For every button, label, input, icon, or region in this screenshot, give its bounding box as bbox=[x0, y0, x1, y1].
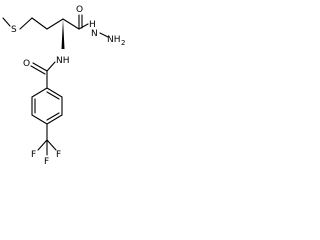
fluorine-left-label: F bbox=[31, 150, 36, 160]
ring-bond-3 bbox=[31, 114, 48, 125]
bond-alpha-carbonyl bbox=[62, 18, 80, 30]
bond-amide-oxygen-1 bbox=[32, 62, 48, 72]
bond-carbonyl-nitrogen bbox=[78, 23, 89, 30]
bond-ch2-ch2 bbox=[31, 17, 48, 30]
ring-inner-bond-3 bbox=[46, 91, 60, 100]
bond-alpha-amide-wedge bbox=[61, 19, 65, 49]
hydrazide-n-label: N bbox=[91, 29, 98, 39]
carbonyl-oxygen-label: O bbox=[76, 5, 83, 15]
bond-cf3-right bbox=[46, 139, 57, 151]
amide-oxygen-label: O bbox=[23, 59, 30, 69]
hydrazide-h2-subscript: 2 bbox=[121, 39, 125, 47]
hydrazide-nh2-label: NH bbox=[107, 35, 121, 45]
bond-amide-oxygen-2 bbox=[30, 65, 46, 75]
bonds bbox=[2, 14, 109, 156]
ring-bond-1 bbox=[31, 87, 48, 98]
hydrazide-h-label: H bbox=[89, 20, 96, 30]
bond-methyl-sulfur bbox=[2, 17, 11, 27]
atom-labels: S O H N NH 2 NH O F F F bbox=[11, 5, 125, 167]
fluorine-right-label: F bbox=[56, 150, 61, 160]
ring-bond-4 bbox=[46, 114, 63, 125]
bond-ch2-alpha-carbon bbox=[46, 18, 64, 30]
bond-sulfur-ch2 bbox=[19, 17, 33, 30]
ring-inner-bond-2 bbox=[46, 112, 60, 121]
bond-n-nh2 bbox=[99, 32, 109, 38]
bond-cf3-left bbox=[37, 139, 48, 151]
chemical-structure: S O H N NH 2 NH O F F F bbox=[2, 5, 125, 167]
amide-nh-label: NH bbox=[56, 56, 70, 66]
ring-bond-6 bbox=[46, 87, 63, 98]
fluorine-center-label: F bbox=[44, 157, 49, 167]
sulfur-label: S bbox=[11, 25, 17, 35]
bond-amide-carbonyl bbox=[46, 61, 56, 72]
